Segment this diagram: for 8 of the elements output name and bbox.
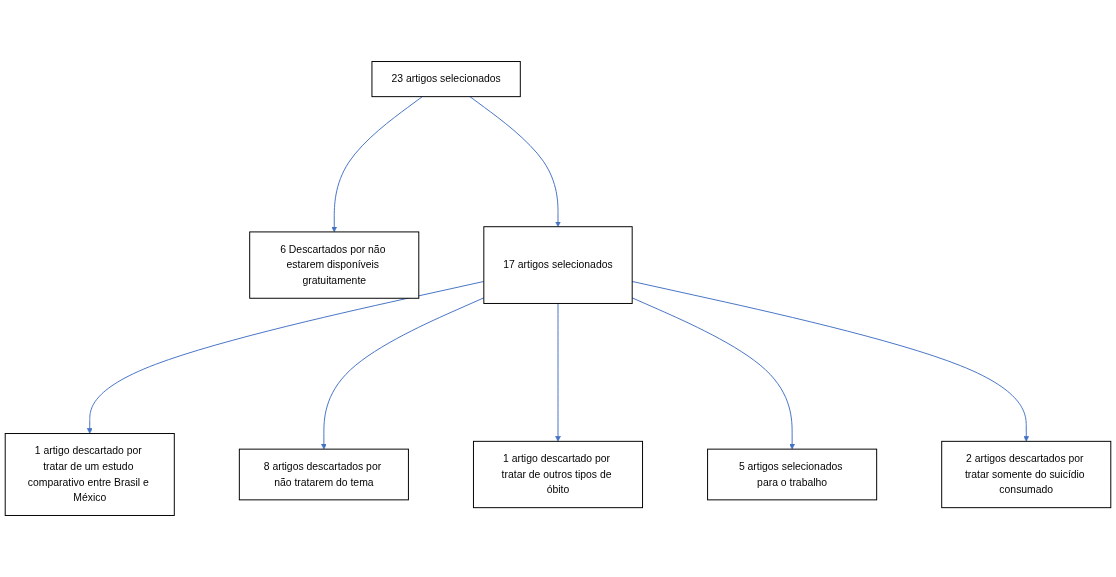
node-box: 1 artigo descartado por tratar de outros tipos de óbito	[472, 440, 644, 509]
node-box: 1 artigo descartado por tratar de um estudo comparativo entre Brasil e México	[4, 433, 175, 516]
node-box: 2 artigos descartados por tratar somente do suicídio consumado	[941, 440, 1112, 509]
node-box: 5 artigos selecionados para o trabalho	[707, 448, 878, 501]
node-box: 8 artigos descartados por não tratarem do tema	[238, 448, 409, 501]
node-box: 6 Descartados por não estarem disponíveis gratuitamente	[249, 231, 420, 299]
node-box: 17 artigos selecionados	[483, 226, 633, 304]
node-box: 23 artigos selecionados	[371, 61, 521, 98]
